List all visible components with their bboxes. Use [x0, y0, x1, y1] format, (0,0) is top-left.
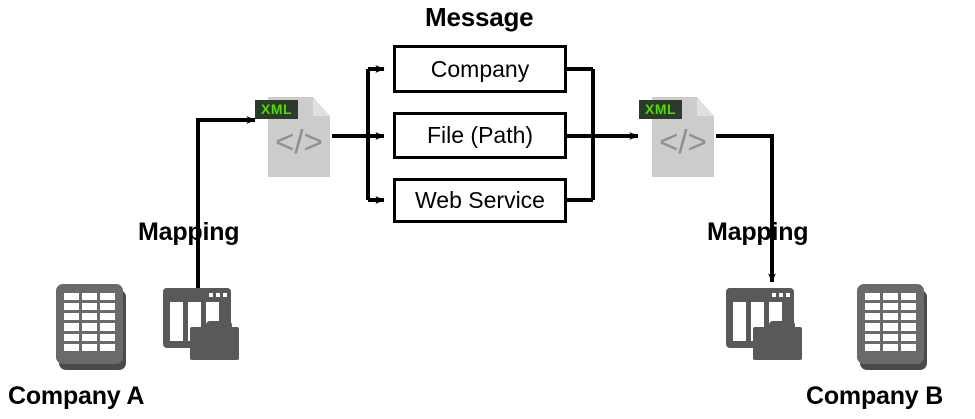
mapping-label-left: Mapping — [138, 218, 240, 246]
window-titlebar — [726, 288, 794, 302]
mapping-label-right: Mapping — [707, 218, 809, 246]
window-column — [201, 302, 206, 348]
company-b-label: Company B — [806, 382, 944, 410]
window-column — [764, 302, 769, 348]
document-fold-corner-icon — [313, 97, 330, 116]
folder-tab-icon — [769, 321, 795, 330]
xml-document-icon-right: </> XML — [639, 97, 714, 177]
xml-document-icon-left: </> XML — [255, 97, 330, 177]
application-folder-icon-right — [726, 288, 802, 360]
window-titlebar — [163, 288, 231, 302]
folder-tab-icon — [206, 321, 232, 330]
xml-badge-left: XML — [255, 100, 299, 119]
application-folder-icon-left — [163, 288, 239, 360]
code-brackets-icon: </> — [659, 123, 707, 160]
window-controls-dots-icon — [772, 293, 790, 297]
xml-badge-right: XML — [639, 100, 683, 119]
document-fold-corner-icon — [697, 97, 714, 116]
message-box-web-service[interactable]: Web Service — [393, 178, 567, 223]
wire-left-mapping — [196, 116, 256, 290]
message-box-web-service-label: Web Service — [415, 187, 545, 213]
building-icon-company-a — [56, 284, 126, 370]
window-controls-dots-icon — [209, 293, 227, 297]
building-windows-grid — [64, 293, 115, 351]
code-brackets-icon: </> — [275, 123, 323, 160]
company-a-label: Company A — [8, 382, 145, 410]
message-box-file-path[interactable]: File (Path) — [393, 112, 567, 159]
message-box-company-label: Company — [430, 55, 530, 82]
building-windows-grid — [865, 293, 916, 351]
window-column — [183, 302, 188, 348]
message-box-file-path-label: File (Path) — [426, 122, 534, 148]
building-icon-company-b — [857, 284, 927, 370]
message-box-company[interactable]: Company — [393, 45, 567, 93]
window-column — [746, 302, 751, 348]
wire-right-mapping — [716, 134, 776, 283]
folder-body-icon — [753, 327, 802, 360]
folder-body-icon — [190, 327, 239, 360]
page-title: Message — [425, 2, 534, 32]
